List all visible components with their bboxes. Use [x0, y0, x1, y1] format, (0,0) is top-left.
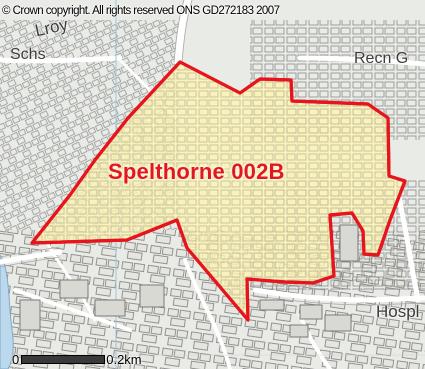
scale-rule [21, 354, 106, 364]
river [0, 254, 14, 369]
area-label: Spelthorne 002B [108, 159, 285, 184]
scale-bar: 0 0.2km [12, 351, 142, 367]
scale-start-label: 0 [12, 351, 20, 367]
area-outline-top [30, 60, 407, 322]
place-label-schs: Schs [10, 46, 46, 63]
area-buildings [32, 62, 405, 320]
place-label-recn: Recn G [354, 50, 409, 67]
place-label-hosp: Hospl [376, 302, 420, 321]
copyright-notice: © Crown copyright. All rights reserved O… [2, 5, 280, 17]
building-blocks [19, 224, 359, 338]
scale-end-label: 0.2km [106, 351, 142, 367]
road-edges [0, 0, 425, 306]
